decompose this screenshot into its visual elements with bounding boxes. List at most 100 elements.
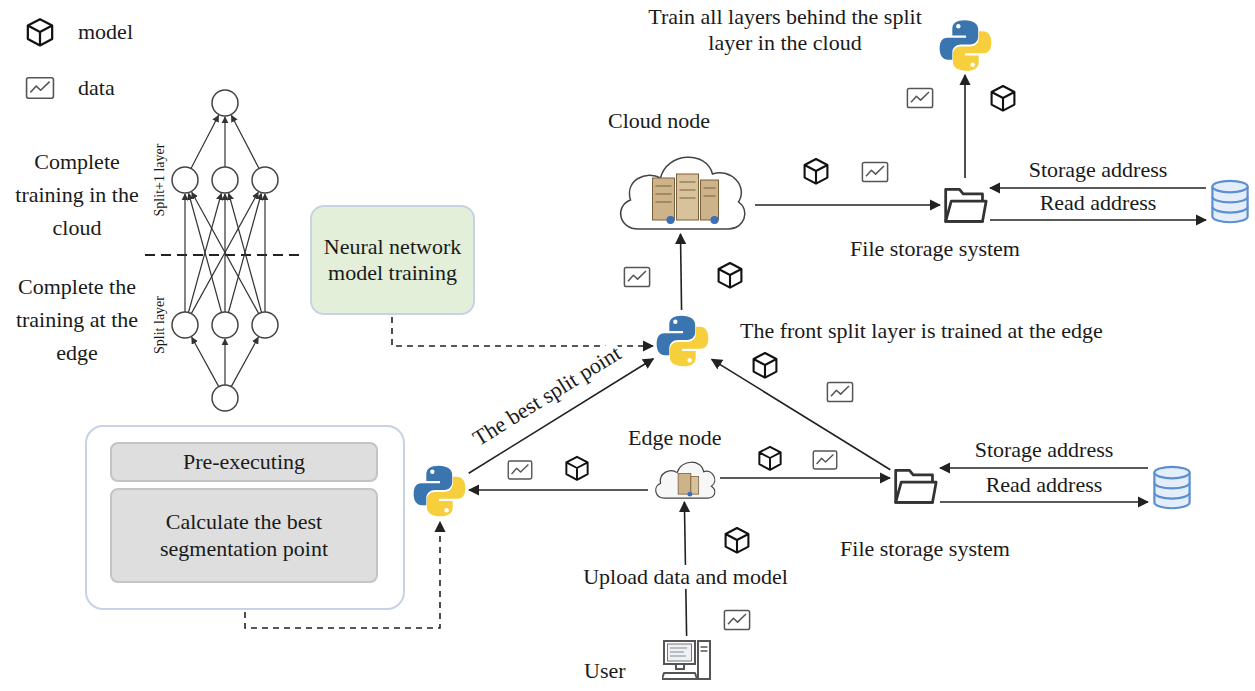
cloud-node-icon-shape: [608, 140, 753, 232]
python-icon-graphic: [940, 20, 992, 71]
model-icon: [805, 159, 828, 184]
box-text: Calculate the best segmentation point: [120, 509, 368, 562]
folder-icon: File storage system: [892, 460, 938, 510]
python-icon-shape: [938, 18, 993, 73]
edge-label: Storage address: [1027, 158, 1170, 182]
flow-arrow: [964, 75, 966, 178]
data-icon: [724, 610, 749, 629]
neuron: [212, 167, 238, 193]
database-icon-graphic: [1212, 181, 1247, 222]
model-icon: [566, 457, 587, 480]
database-icon-shape: [1150, 462, 1194, 514]
network-link: [231, 337, 258, 386]
region-label: Complete the training at the edge: [12, 270, 142, 369]
edge-node-icon: Edge node: [650, 455, 718, 500]
network-link: [224, 339, 225, 385]
layer-label: Split+1 layer: [152, 144, 167, 217]
neuron: [172, 312, 198, 338]
network-link: [184, 194, 185, 312]
network-link: [228, 193, 261, 312]
flow-arrow: [940, 501, 1148, 503]
model-icon: [754, 353, 777, 378]
database-icon: [1208, 176, 1252, 228]
cloud-node-icon-graphic: [621, 157, 745, 229]
python-icon: The front split layer is trained at the …: [655, 312, 710, 370]
python-icon-graphic: [414, 466, 466, 517]
data-icon: [508, 461, 532, 479]
data-icon: [907, 88, 932, 107]
node-label: Cloud node: [608, 108, 710, 134]
flow-arrow: [712, 359, 891, 469]
folder-icon-graphic: [946, 189, 986, 221]
model-icon: [719, 263, 742, 288]
legend-text: model: [78, 19, 133, 45]
database-icon-graphic: [1154, 467, 1189, 508]
user-computer-icon-shape: [662, 638, 712, 683]
region-label: Complete training in the cloud: [12, 145, 142, 244]
edge-label: Read address: [1038, 191, 1159, 215]
edge-label: Storage address: [973, 438, 1116, 462]
layer-label: Split layer: [152, 296, 167, 354]
data-icon: [27, 78, 54, 98]
data-icon: [813, 451, 837, 469]
box-text: Pre-executing: [183, 449, 305, 475]
python-icon-shape: [655, 312, 710, 370]
neural-network: [145, 90, 302, 411]
network-link: [192, 337, 219, 386]
flow-arrow: [940, 467, 1148, 469]
network-link: [264, 194, 265, 312]
node-label: The front split layer is trained at the …: [740, 318, 1103, 344]
network-link: [229, 193, 262, 312]
step-box: Pre-executing: [110, 442, 378, 482]
flow-arrow: [990, 187, 1206, 189]
edge-node-icon-shape: [650, 455, 718, 500]
network-link: [189, 193, 222, 312]
database-icon: [1150, 462, 1194, 514]
edge-label: Read address: [984, 473, 1105, 497]
folder-icon-graphic: [896, 470, 936, 502]
node-label: File storage system: [805, 236, 1065, 262]
python-icon-shape: [412, 462, 467, 520]
edge-label: Upload data and model: [581, 565, 790, 589]
neuron: [212, 385, 238, 411]
flow-arrow: [720, 477, 890, 479]
network-link: [188, 193, 221, 312]
node-label: File storage system: [795, 536, 1055, 562]
flow-arrow: [990, 219, 1206, 221]
flow-arrow: [680, 234, 681, 310]
network-link: [191, 115, 219, 168]
model-icon: [726, 528, 749, 553]
neuron: [252, 312, 278, 338]
folder-icon-shape: [892, 460, 938, 510]
python-icon: [412, 462, 467, 520]
node-label: Train all layers behind the split layer …: [635, 4, 935, 57]
neuron: [252, 167, 278, 193]
database-icon-shape: [1208, 176, 1252, 228]
box-text: Neural network model training: [320, 234, 465, 287]
model-icon: [992, 86, 1015, 111]
cloud-node-icon: Cloud node: [608, 140, 753, 232]
network-link: [224, 117, 225, 167]
network-link: [231, 115, 259, 168]
model-icon: [28, 19, 52, 45]
python-icon-graphic: [657, 316, 709, 367]
group-box: Pre-executingCalculate the best segmenta…: [85, 425, 405, 610]
step-box: Calculate the best segmentation point: [110, 488, 378, 583]
folder-icon-shape: [942, 180, 988, 228]
data-icon: [862, 162, 887, 181]
user-computer-icon: User: [662, 638, 712, 683]
edge-label: The best split point: [467, 340, 627, 452]
network-link: [191, 192, 258, 313]
neuron: [212, 312, 238, 338]
network-link: [192, 192, 259, 313]
python-icon: Train all layers behind the split layer …: [938, 18, 993, 73]
neuron: [172, 167, 198, 193]
data-icon: [624, 267, 649, 286]
flow-arrow: [755, 204, 940, 206]
folder-icon: File storage system: [942, 180, 988, 228]
user-computer-icon-graphic: [662, 641, 710, 679]
neuron: [212, 90, 238, 116]
node-label: Edge node: [628, 425, 721, 451]
model-icon: [759, 447, 780, 470]
